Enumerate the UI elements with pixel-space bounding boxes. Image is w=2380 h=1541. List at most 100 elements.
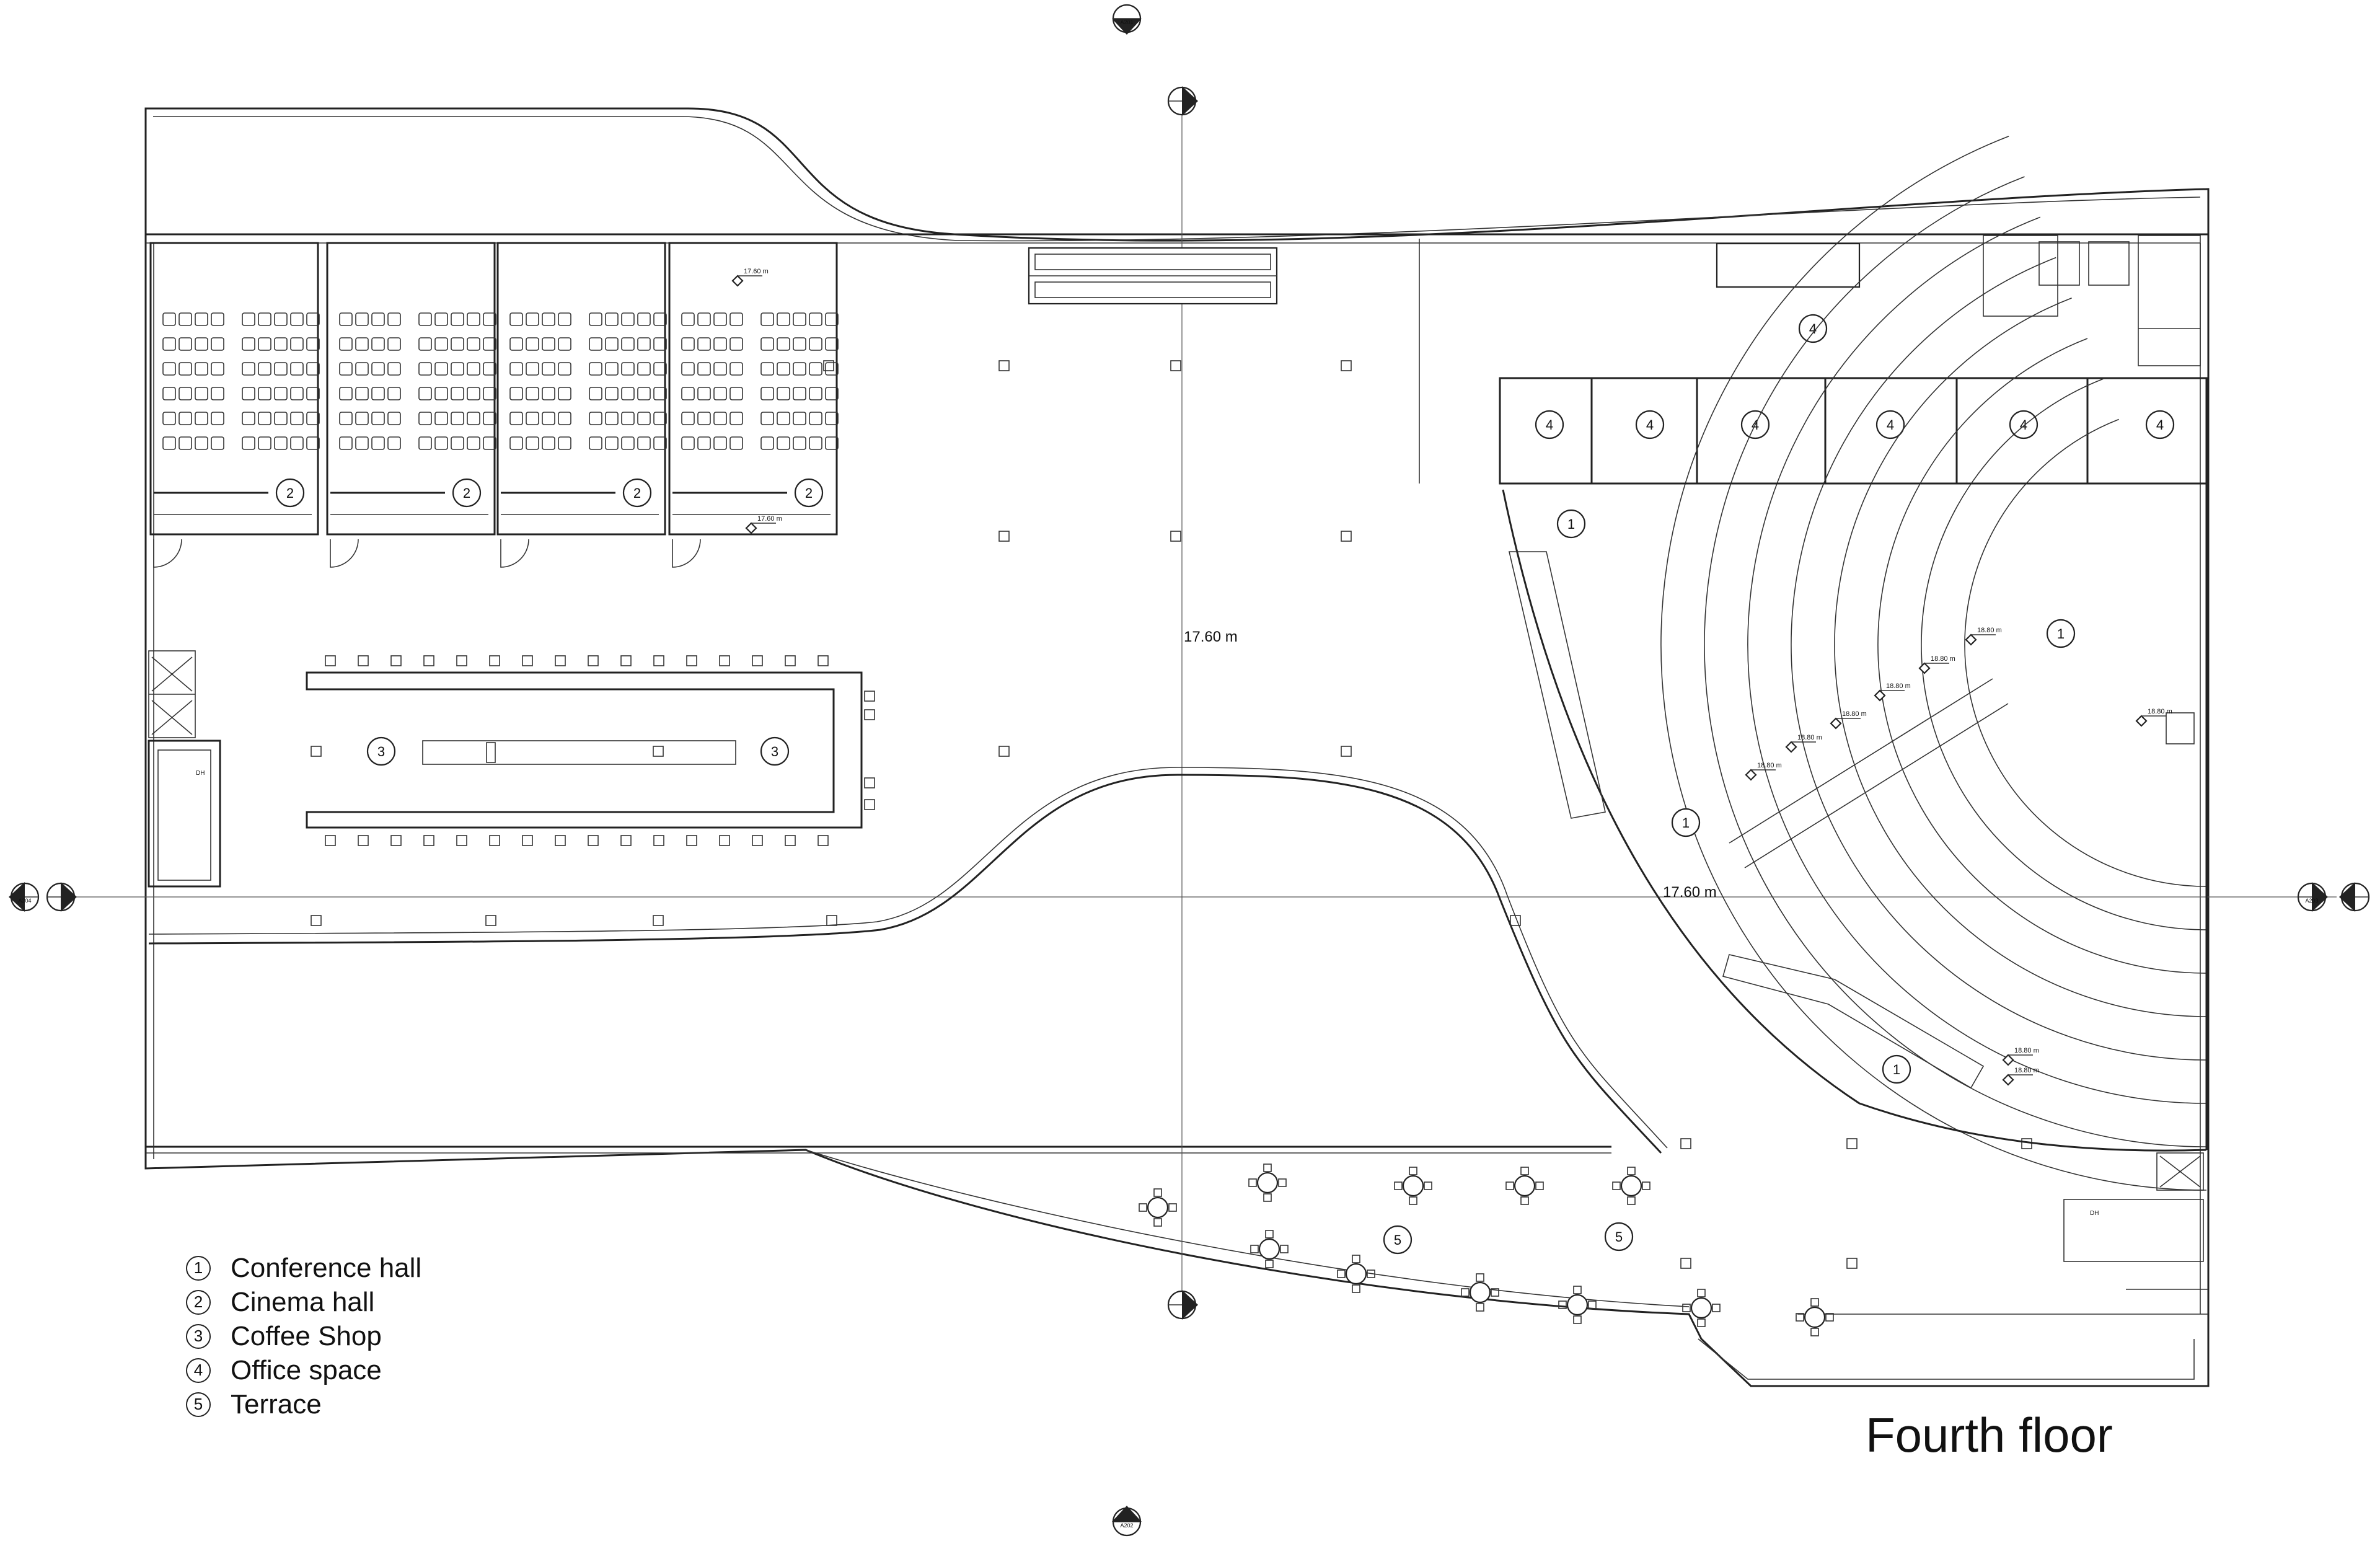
terrace-chair <box>1168 1203 1177 1212</box>
coffee-stool <box>588 655 599 666</box>
cinema-seat <box>589 337 602 351</box>
elevation-conference-7: 18.80 m <box>2148 708 2172 715</box>
elevation-conference-4: 18.80 m <box>1842 710 1867 718</box>
cinema-seat <box>681 362 695 376</box>
cinema-seat <box>162 337 176 351</box>
cinema-seat <box>825 412 839 425</box>
elevation-conference-7-marker <box>2135 715 2148 727</box>
terrace-chair <box>1796 1313 1804 1322</box>
cinema-seat <box>637 387 651 400</box>
cinema-seat <box>558 387 571 400</box>
cinema-seat <box>418 412 432 425</box>
west-elevator-core: DH <box>148 650 221 888</box>
column <box>311 746 322 757</box>
structural-columns <box>311 360 2032 1269</box>
room-tag-office-4-circle <box>1875 410 1905 439</box>
cinema-seat <box>274 362 288 376</box>
cinema-seat <box>242 312 255 326</box>
cinema-seat <box>526 436 539 450</box>
elevation-conference-3-marker <box>1874 689 1886 702</box>
terrace-chair <box>1825 1313 1834 1322</box>
room-tag-conference-1-circle <box>1556 509 1586 539</box>
room-tag-office-4: 4 <box>1887 417 1894 433</box>
coffee-stool <box>864 799 875 810</box>
conference-aisle <box>1729 678 1993 844</box>
column <box>1170 531 1181 542</box>
coffee-stool <box>864 709 875 720</box>
terrace-chair <box>1265 1230 1274 1239</box>
cinema-seat <box>242 362 255 376</box>
cinema-seat <box>339 337 353 351</box>
coffee-stool <box>522 655 533 666</box>
conference-seating-arc <box>1921 378 2207 930</box>
conference-seating-arc <box>1964 418 2207 887</box>
elevation-conference-8: 18.80 m <box>2014 1047 2039 1054</box>
cinema-seat <box>258 362 271 376</box>
cinema-seat <box>713 436 727 450</box>
cinema-seat <box>211 436 224 450</box>
section-marker-right-arrow <box>2312 882 2328 912</box>
cinema-seat <box>178 387 192 400</box>
coffee-stool <box>555 655 566 666</box>
conference-seating-arc <box>1877 338 2207 974</box>
cinema-seat <box>760 436 774 450</box>
terrace-chair <box>1535 1181 1544 1190</box>
cinema-door <box>500 539 529 568</box>
room-tag-cinema-4: 2 <box>805 485 813 501</box>
room-tag-cinema-1-circle <box>275 478 305 508</box>
cinema-seat <box>729 337 743 351</box>
cinema-seat <box>760 362 774 376</box>
coffee-stool <box>719 835 730 846</box>
cinema-seat <box>162 387 176 400</box>
cinema-seat <box>211 362 224 376</box>
column <box>998 746 1010 757</box>
cinema-seat <box>558 337 571 351</box>
cinema-seat <box>211 337 224 351</box>
terrace-chair <box>1337 1269 1346 1278</box>
room-tag-terrace-2: 5 <box>1615 1229 1623 1245</box>
terrace-table <box>1147 1196 1169 1219</box>
cinema-seat <box>713 337 727 351</box>
axis-bubble-top-arrow <box>1182 86 1198 116</box>
cinema-seat <box>162 436 176 450</box>
coffee-stool <box>456 655 467 666</box>
cinema-seat <box>162 362 176 376</box>
cinema-seat <box>195 337 208 351</box>
room-tag-office-5: 4 <box>2020 417 2027 433</box>
terrace-chair <box>1153 1218 1162 1227</box>
terrace-table <box>1566 1294 1589 1316</box>
cinema-seat <box>483 362 496 376</box>
column <box>1341 360 1352 371</box>
cinema-seat <box>542 362 555 376</box>
cinema-seat <box>371 436 385 450</box>
cinema-seat <box>355 387 369 400</box>
terrace-chair <box>1153 1188 1162 1197</box>
cinema-seat <box>605 362 619 376</box>
cinema-seat <box>729 362 743 376</box>
cinema-seat <box>509 362 523 376</box>
room-tag-conference-3-circle <box>1671 808 1701 837</box>
terrace-chair <box>1367 1269 1375 1278</box>
cinema-seat <box>637 412 651 425</box>
cinema-seat <box>605 387 619 400</box>
cinema-seat <box>777 337 790 351</box>
room-tag-conference-3: 1 <box>1682 815 1690 831</box>
conference-seating-arc <box>1834 298 2207 1017</box>
terrace-chair <box>1697 1289 1706 1297</box>
cinema-seat <box>809 387 822 400</box>
cinema-seat <box>418 362 432 376</box>
terrace-chair <box>1280 1245 1289 1253</box>
cinema-seat <box>162 312 176 326</box>
cinema-seat <box>467 337 480 351</box>
legend-number: 5 <box>186 1392 211 1417</box>
cinema-seat <box>355 412 369 425</box>
terrace-table <box>1690 1297 1712 1319</box>
cinema-seat <box>290 337 304 351</box>
room-tag-coffee-1: 3 <box>377 744 385 759</box>
column <box>653 915 664 926</box>
terrace-chair <box>1588 1300 1597 1309</box>
cinema-seat <box>621 312 635 326</box>
